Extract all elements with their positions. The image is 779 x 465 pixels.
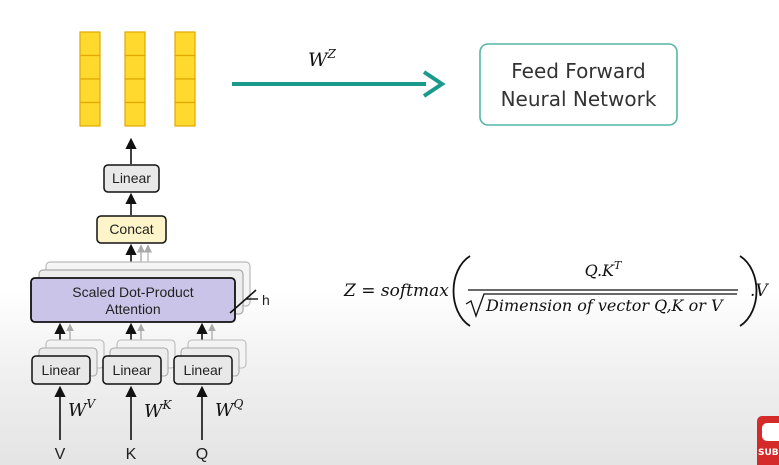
linear-label-v: Linear xyxy=(42,362,81,378)
subscribe-badge-text: SUBS xyxy=(758,448,779,458)
output-vector-3 xyxy=(174,31,196,127)
output-vector-1 xyxy=(79,31,101,127)
ffn-label-line2: Neural Network xyxy=(501,87,657,111)
formula-tail: .V xyxy=(750,281,769,301)
input-label-k: K xyxy=(126,446,137,463)
linear-stack-q: Linear xyxy=(173,339,247,385)
attention-label-line1: Scaled Dot-Product xyxy=(72,284,194,300)
wz-arrow xyxy=(232,70,446,98)
linear-box-q xyxy=(173,355,233,385)
attention-box xyxy=(30,277,236,323)
linear-stack-k: Linear xyxy=(102,339,176,385)
linear-stack-v: Linear xyxy=(31,339,105,385)
weight-label-q: WQ xyxy=(215,397,244,421)
attention-label-line2: Attention xyxy=(105,301,160,317)
ffn-label-line1: Feed Forward xyxy=(511,59,646,83)
ffn-box: Feed Forward Neural Network xyxy=(479,43,678,126)
input-label-v: V xyxy=(55,446,66,463)
linear-box-v xyxy=(31,355,91,385)
wz-label: WZ xyxy=(308,47,337,71)
linear-box-k xyxy=(102,355,162,385)
weight-label-k: WK xyxy=(144,398,173,422)
attention-stack: Scaled Dot-Product Attention xyxy=(30,261,251,323)
linear-top-label: Linear xyxy=(112,170,151,186)
linear-top-box: Linear xyxy=(103,164,160,193)
formula-right-paren xyxy=(739,255,758,327)
linear-label-k: Linear xyxy=(113,362,152,378)
output-vectors xyxy=(79,31,196,127)
concat-label: Concat xyxy=(109,221,153,237)
formula-left-paren xyxy=(452,255,471,327)
heads-label: h xyxy=(262,292,270,308)
formula-denominator: Dimension of vector Q,K or V xyxy=(485,296,724,315)
weight-label-v: WV xyxy=(68,397,97,421)
linear-label-q: Linear xyxy=(184,362,223,378)
input-label-q: Q xyxy=(196,446,208,463)
formula-numerator: Q.KT xyxy=(585,259,623,280)
youtube-play-icon xyxy=(762,423,779,441)
formula-lhs: Z = softmax xyxy=(343,281,449,301)
subscribe-badge[interactable]: SUBS xyxy=(757,416,779,465)
output-vector-2 xyxy=(124,31,146,127)
concat-box: Concat xyxy=(96,215,167,244)
attention-formula: Z = softmax Q.KT Dimension of vector Q,K… xyxy=(343,255,769,327)
formula-sqrt-sign xyxy=(465,293,737,318)
heads-indicator: h xyxy=(229,289,270,314)
